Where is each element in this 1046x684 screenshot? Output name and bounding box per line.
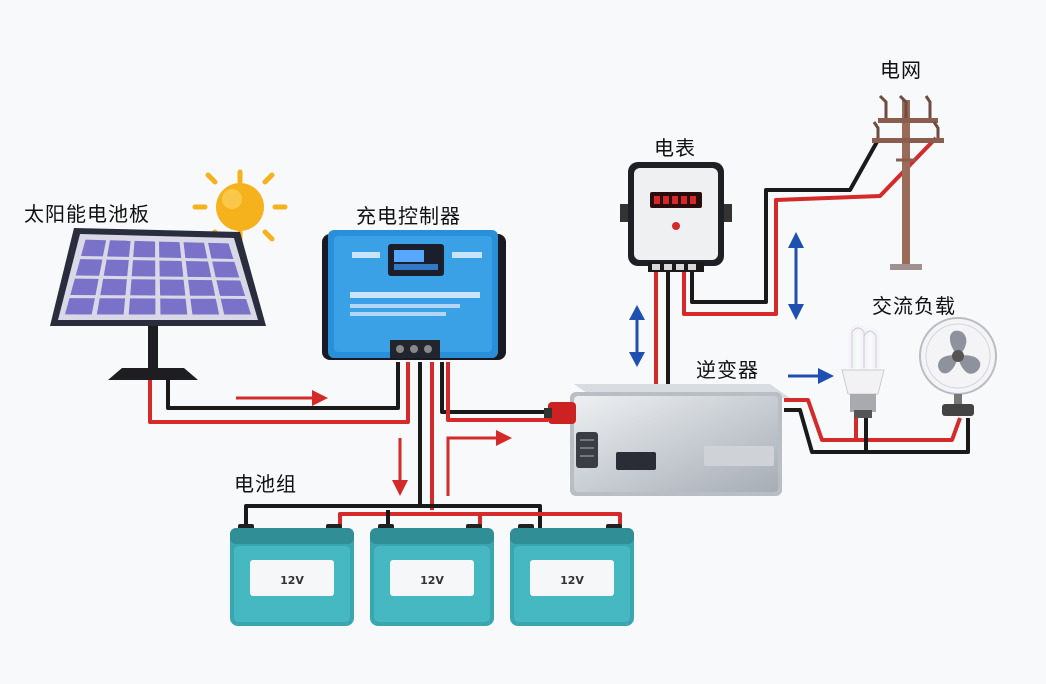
- arrow-inverter-meter-bidirectional: [629, 305, 645, 367]
- wire-inverter-load-positive: [784, 398, 962, 442]
- solar-cell: [159, 279, 186, 296]
- battery: 12V: [370, 524, 494, 626]
- wire-meter-grid-negative: [690, 139, 880, 304]
- wire-battery-chain-negative: [244, 504, 542, 528]
- solar-cell: [133, 240, 156, 258]
- fan-icon: [919, 317, 997, 416]
- inverter-fan-grille: [576, 432, 598, 468]
- label-battery-bank: 电池组: [234, 472, 297, 496]
- inverter-cigarette-plug: [548, 402, 576, 424]
- arrow-inverter-to-load: [788, 368, 834, 384]
- meter-led: [672, 222, 680, 230]
- solar-cell: [107, 240, 131, 257]
- solar-cell: [81, 239, 107, 257]
- cfl-bulb-icon: [841, 324, 885, 418]
- inverter-logo-plate: [616, 452, 656, 470]
- solar-cell: [130, 279, 156, 296]
- battery-voltage-label: 12V: [560, 574, 584, 587]
- solar-cell: [188, 279, 216, 296]
- solar-cell: [70, 278, 99, 296]
- battery: 12V: [230, 524, 354, 626]
- arrow-meter-grid-bidirectional: [788, 232, 804, 320]
- wire-meter-grid-positive: [682, 136, 938, 316]
- solar-panel-cells: [65, 239, 251, 315]
- solar-cell: [216, 280, 246, 296]
- solar-cell: [159, 260, 184, 277]
- solar-cell: [103, 259, 129, 277]
- solar-cell: [96, 298, 126, 315]
- battery-bank: 12V 12V 12V: [230, 524, 634, 626]
- solar-cell: [128, 298, 156, 315]
- label-ac-load: 交流负载: [872, 294, 956, 318]
- label-inverter: 逆变器: [696, 358, 759, 382]
- battery-voltage-label: 12V: [420, 574, 444, 587]
- wire-inverter-load-negative: [784, 408, 970, 454]
- solar-cell: [208, 242, 234, 259]
- charge-controller: [322, 230, 506, 360]
- solar-cell: [212, 261, 240, 278]
- solar-cell: [185, 261, 212, 278]
- battery: 12V: [510, 524, 634, 626]
- label-charge-controller: 充电控制器: [356, 204, 461, 228]
- inverter: [544, 384, 790, 496]
- solar-cell: [65, 298, 95, 315]
- wire-panel-negative: [166, 362, 400, 410]
- solar-cell: [131, 260, 156, 277]
- label-meter: 电表: [654, 136, 696, 160]
- solar-cell: [159, 241, 182, 258]
- wire-ctrl-inverter-negative: [440, 362, 548, 414]
- wire-panel-positive: [148, 362, 410, 424]
- arrow-panel-to-controller: [236, 390, 328, 406]
- solar-cell: [183, 242, 208, 259]
- solar-cell: [160, 298, 188, 315]
- label-grid: 电网: [880, 58, 922, 82]
- electric-meter: [620, 162, 732, 272]
- wire-ctrl-inverter-positive: [446, 362, 548, 422]
- solar-cell: [100, 278, 127, 296]
- wires: [148, 136, 970, 528]
- arrow-battery-to-inverter: [446, 430, 512, 496]
- flow-arrows: [236, 232, 834, 496]
- utility-pole: [872, 94, 944, 270]
- battery-voltage-label: 12V: [280, 574, 304, 587]
- label-solar-panel: 太阳能电池板: [24, 202, 150, 226]
- solar-cell: [190, 298, 220, 315]
- solar-cell: [220, 298, 251, 315]
- arrow-controller-to-battery: [392, 438, 408, 496]
- solar-cell: [75, 259, 103, 276]
- solar-panel: [50, 228, 266, 380]
